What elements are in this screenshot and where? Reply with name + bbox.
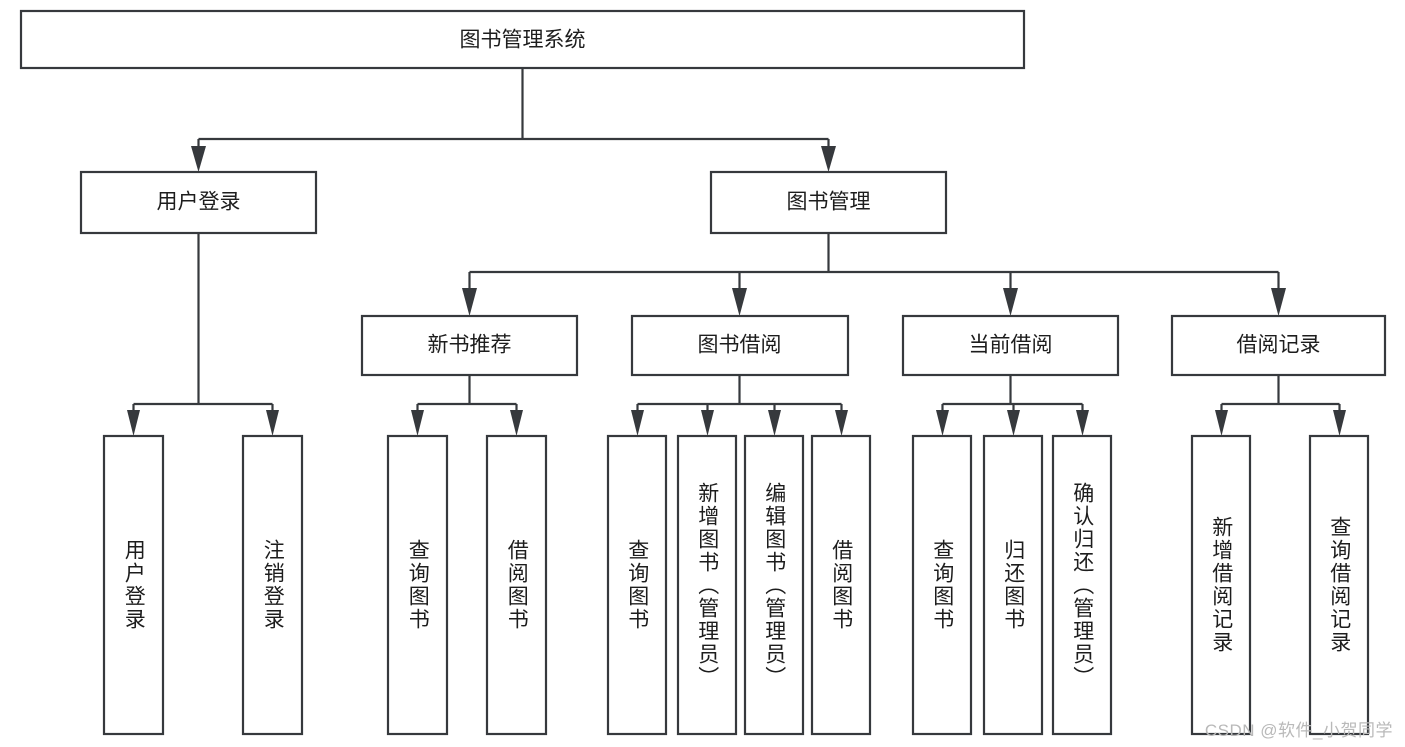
leaf-add-record-box[interactable]: [1190, 434, 1252, 736]
arrowhead-current-borrow: [1003, 288, 1018, 316]
leaf-edit-book-box[interactable]: [743, 434, 805, 736]
node-user-login-box[interactable]: [79, 170, 318, 235]
arrowhead-br-leaf2: [1333, 410, 1346, 436]
leaf-boxes-layer: [102, 434, 1370, 736]
node-current-borrow-label: 当前借阅: [969, 334, 1053, 357]
leaf-borrow-book-2-box[interactable]: [810, 434, 872, 736]
leaf-confirm-return-box[interactable]: [1051, 434, 1113, 736]
arrowhead-bb-leaf2: [701, 410, 714, 436]
node-current-borrow-box[interactable]: [901, 314, 1120, 377]
leaf-user-login-box[interactable]: [102, 434, 165, 736]
leaf-logout-box[interactable]: [241, 434, 304, 736]
leaf-query-record-box[interactable]: [1308, 434, 1370, 736]
arrowhead-cb-leaf1: [936, 410, 949, 436]
arrowhead-cb-leaf2: [1007, 410, 1020, 436]
node-user-login-label: 用户登录: [157, 191, 241, 214]
arrowhead-ul-leaf2: [266, 410, 279, 436]
node-root-label: 图书管理系统: [460, 29, 586, 52]
node-book-mgmt-box[interactable]: [709, 170, 948, 235]
node-borrow-record-label: 借阅记录: [1237, 334, 1321, 357]
node-new-book-rec-box[interactable]: [360, 314, 579, 377]
arrowhead-book-borrow: [732, 288, 747, 316]
arrowhead-borrow-record: [1271, 288, 1286, 316]
leaf-query-book-3-box[interactable]: [911, 434, 973, 736]
node-borrow-record-box[interactable]: [1170, 314, 1387, 377]
node-book-borrow-label: 图书借阅: [698, 334, 782, 357]
node-boxes-layer: 图书管理系统 用户登录 图书管理 新书推荐 图书借阅 当前借阅 借阅记录: [19, 9, 1387, 377]
arrowhead-bb-leaf1: [631, 410, 644, 436]
node-root-box[interactable]: [19, 9, 1026, 70]
arrowhead-cb-leaf3: [1076, 410, 1089, 436]
leaf-query-book-2-box[interactable]: [606, 434, 668, 736]
node-book-borrow-box[interactable]: [630, 314, 850, 377]
arrowhead-ul-leaf1: [127, 410, 140, 436]
leaf-query-book-1-box[interactable]: [386, 434, 449, 736]
arrowhead-nbr-leaf1: [411, 410, 424, 436]
arrowhead-new-book-rec: [462, 288, 477, 316]
arrowhead-user-login: [191, 146, 206, 172]
leaf-add-book-box[interactable]: [676, 434, 738, 736]
csdn-watermark: CSDN @软件_小贺同学: [1204, 721, 1393, 740]
arrowhead-bb-leaf3: [768, 410, 781, 436]
arrowhead-bb-leaf4: [835, 410, 848, 436]
arrowhead-br-leaf1: [1215, 410, 1228, 436]
node-new-book-rec-label: 新书推荐: [428, 334, 512, 357]
connectors-layer: [127, 68, 1346, 436]
leaf-borrow-book-1-box[interactable]: [485, 434, 548, 736]
arrowhead-book-mgmt: [821, 146, 836, 172]
arrowhead-nbr-leaf2: [510, 410, 523, 436]
leaf-return-book-box[interactable]: [982, 434, 1044, 736]
node-book-mgmt-label: 图书管理: [787, 191, 871, 214]
